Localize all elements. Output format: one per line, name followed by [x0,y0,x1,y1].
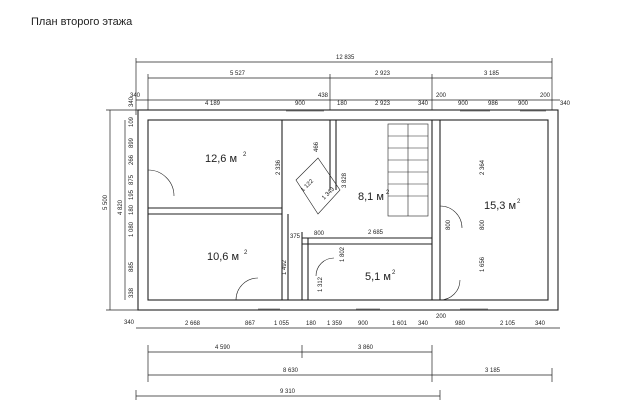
dim-inner-1: 1 492 [282,259,288,275]
dim-bot-r1-9: 200 [436,314,447,320]
dim-left-outer: 5 500 [103,194,109,210]
dim-inner-7: 3 828 [342,172,348,188]
dim-bot-r1-5: 1 359 [327,321,343,327]
dim-top-r1-10: 900 [518,101,529,107]
dim-top-overall: 12 835 [336,55,355,61]
dim-bot-r1-11: 2 105 [500,321,516,327]
dim-inner-11: 1 802 [340,246,346,262]
dim-left-6: 180 [129,204,135,215]
dim-bot-r1-2: 867 [245,321,256,327]
dim-bot-r1-4: 180 [306,321,317,327]
room-3-sup: 2 [386,190,390,196]
room-5-sup: 2 [517,199,521,205]
dim-bot-r1-12: 340 [535,321,546,327]
dim-inner-2: 375 [290,234,301,240]
dim-left-chain: 340 109 899 266 875 195 180 1 080 885 33… [129,96,135,298]
dim-left-0: 340 [129,96,135,107]
dim-top-r1-2: 900 [295,101,306,107]
dim-bot-overall: 9 310 [280,389,296,395]
dim-bot-r3-1: 3 185 [485,368,501,374]
plan-title: План второго этажа [31,16,133,28]
dim-inner-3: 800 [314,231,325,237]
dimension-lines [106,58,560,400]
dim-top-r1-3: 438 [318,93,329,99]
dim-bot-r1-10: 980 [455,321,466,327]
dim-left-5: 195 [129,189,135,200]
dim-inner-0: 2 336 [276,159,282,175]
dim-left-8: 885 [129,261,135,272]
dim-left-mid: 4 820 [118,199,124,215]
dim-inner-6: 1 122 [300,178,315,193]
dim-top-r1-9: 986 [488,101,499,107]
dim-left-7: 1 080 [129,221,135,237]
doors [147,169,463,301]
dim-top-r1-7: 200 [436,93,447,99]
dim-top-r1-11: 200 [540,93,551,99]
dim-top-seg3: 3 185 [484,71,500,77]
dim-bot-r3-0: 8 630 [283,368,299,374]
dim-top-r1-12: 340 [560,101,571,107]
dim-bot-r1-8: 340 [418,321,429,327]
room-1-sup: 2 [243,152,247,158]
dim-top-r1-0: 340 [130,93,141,99]
room-4-sup: 2 [392,270,396,276]
dim-top-r1-8: 900 [458,101,469,107]
room-1-area: 12,6 м [205,153,237,165]
dim-bot-r1-0: 340 [124,320,135,326]
dim-inner-13: 800 [480,219,486,230]
dim-bot-r1-3: 1 055 [274,321,290,327]
dim-top-r1: 340 4 189 900 438 180 2 923 340 200 900 … [130,93,571,107]
dim-inner-9: 800 [446,219,452,230]
dim-bot-r1-1: 2 668 [185,321,201,327]
dim-top-seg1: 5 527 [230,71,246,77]
dim-inner-10: 1 312 [318,276,324,292]
dim-left-2: 899 [129,137,135,148]
dim-left-3: 266 [129,154,135,165]
staircase [295,123,429,217]
walls [137,109,559,311]
dim-inner-8: 2 685 [368,230,384,236]
dim-bottom-r1: 340 2 668 867 1 055 180 1 359 900 1 601 … [124,314,546,327]
room-4-area: 5,1 м [365,271,391,283]
dim-bot-r1-7: 1 601 [392,321,408,327]
dim-left-9: 338 [129,287,135,298]
dim-top-r1-1: 4 189 [205,101,221,107]
dim-inner-12: 2 364 [480,159,486,175]
dim-inner-4: 466 [314,141,320,152]
room-5-area: 15,3 м [484,200,516,212]
dim-inner-5: 1 343 [321,186,336,201]
dim-top-r1-5: 2 923 [375,101,391,107]
windows [258,110,546,310]
dim-left-1: 109 [129,116,135,127]
dim-bot-r1-6: 900 [358,321,369,327]
dim-top-r1-6: 340 [418,101,429,107]
room-2-sup: 2 [244,250,248,256]
room-2-area: 10,6 м [207,251,239,263]
dim-inner-14: 1 656 [480,256,486,272]
room-3-area: 8,1 м [358,191,384,203]
dim-bot-r2-0: 4 590 [215,345,231,351]
dim-top-seg2: 2 923 [375,71,391,77]
dim-left-4: 875 [129,174,135,185]
dim-bot-r2-1: 3 860 [358,345,374,351]
dim-top-r1-4: 180 [337,101,348,107]
